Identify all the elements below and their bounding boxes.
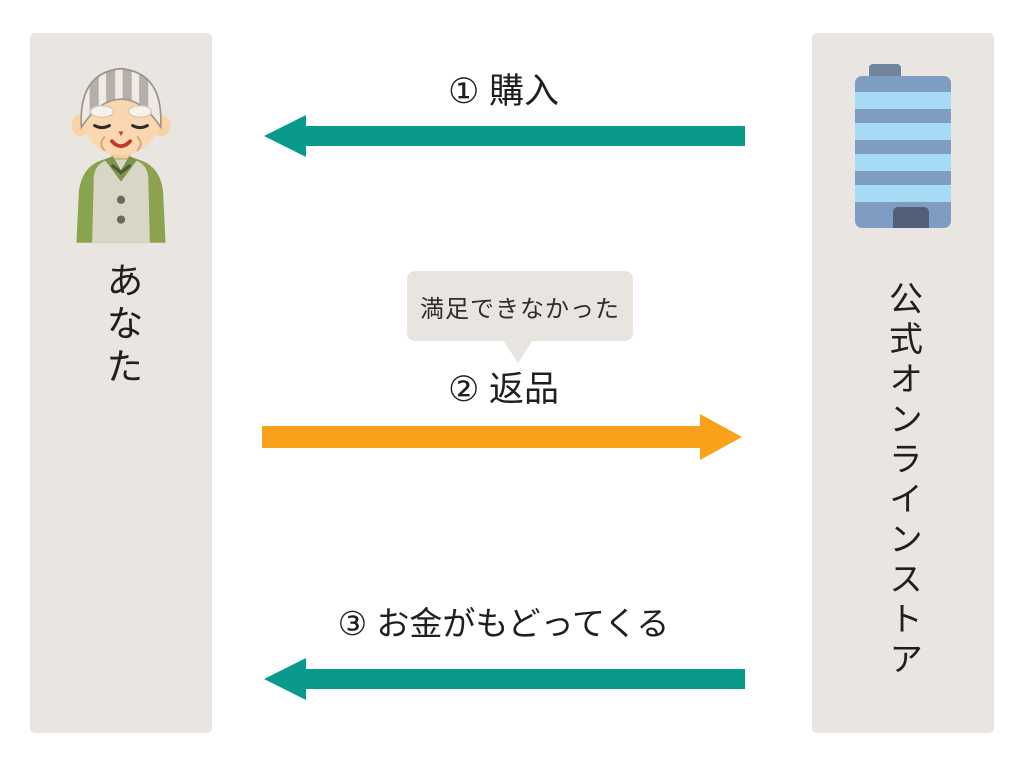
store-label: 公式オンラインストア: [812, 281, 994, 681]
elderly-man-illustration: [71, 67, 171, 243]
return-arrow: [262, 414, 742, 460]
left-arrow-shape: [264, 115, 745, 157]
right-arrow-shape: [262, 414, 742, 460]
purchase-arrow: [264, 115, 745, 157]
store-panel: 公式オンラインストア: [812, 33, 994, 733]
you-label-text: あなた: [101, 261, 142, 390]
refund-step-label: ③ お金がもどってくる: [337, 605, 670, 642]
return-step-label: ② 返品: [447, 370, 560, 409]
store-label-text: 公式オンラインストア: [883, 281, 922, 681]
dissatisfied-speech-bubble: 満足できなかった: [407, 271, 633, 363]
left-arrow-shape: [264, 658, 745, 700]
purchase-step-label: ① 購入: [447, 72, 560, 111]
speech-bubble-tail: [503, 340, 533, 363]
building-illustration: [855, 64, 951, 228]
you-label: あなた: [30, 261, 212, 390]
speech-bubble-text: 満足できなかった: [420, 295, 620, 323]
you-panel: あなた: [30, 33, 212, 733]
refund-arrow: [264, 658, 745, 700]
